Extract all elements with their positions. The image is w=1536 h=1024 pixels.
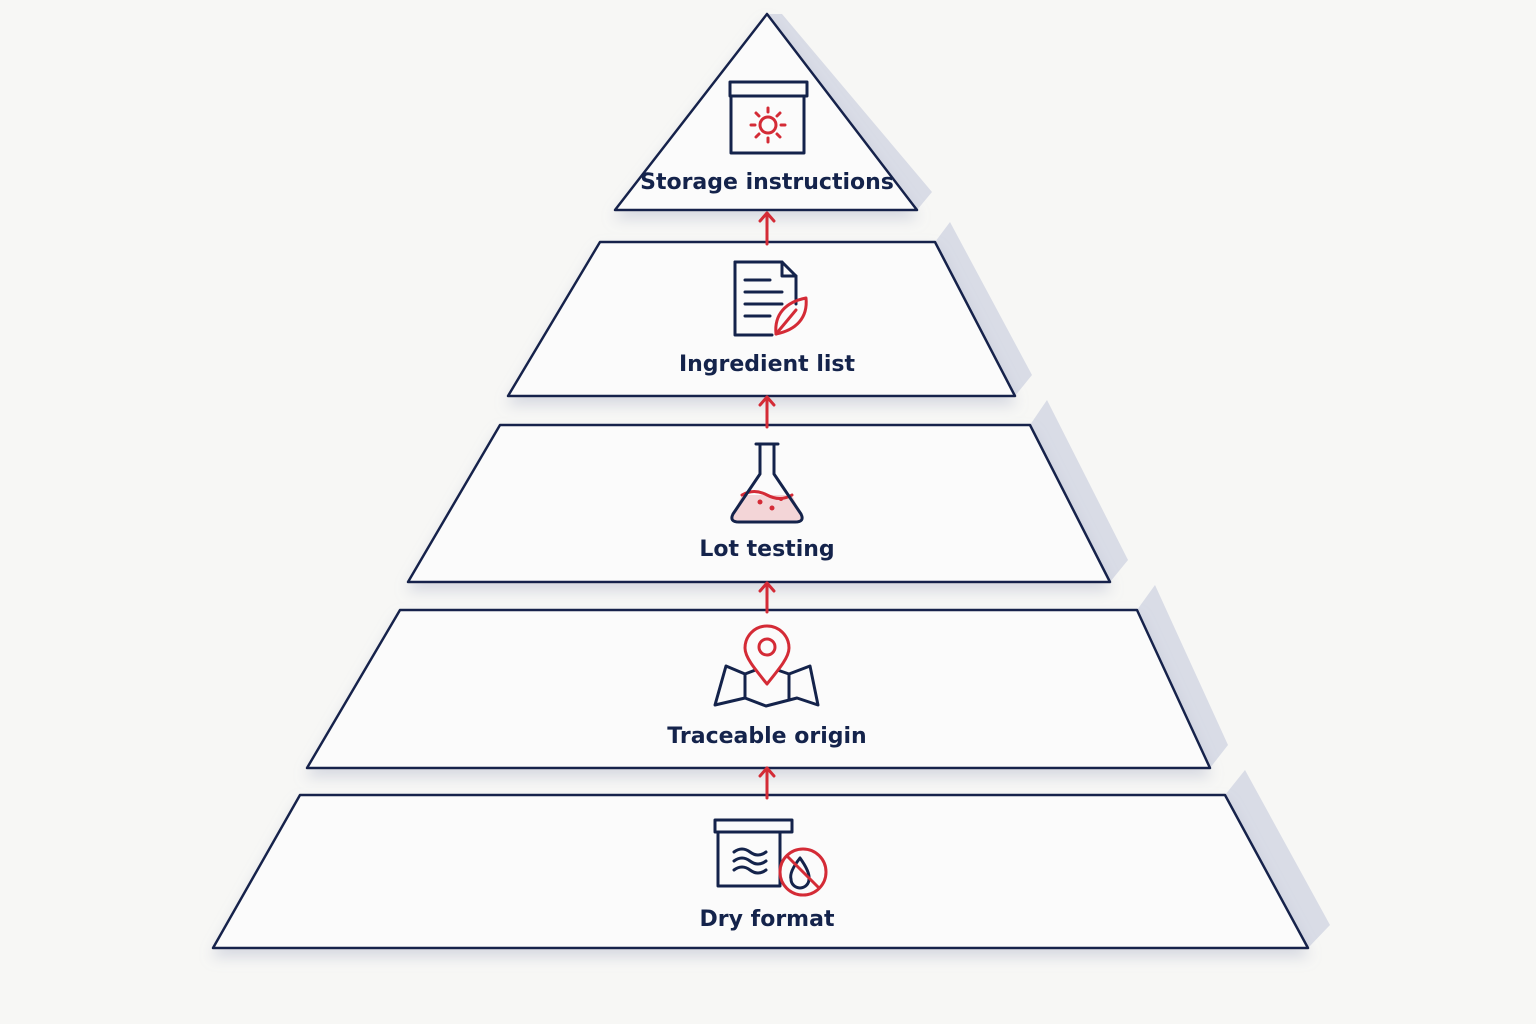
tier-lot-testing: Lot testing — [406, 400, 1128, 584]
tier-label: Dry format — [700, 907, 835, 932]
tier-traceable-origin: Traceable origin — [305, 585, 1228, 770]
tier-ingredient-list: Ingredient list — [506, 222, 1032, 398]
storage-box-sun-icon — [728, 80, 809, 155]
arrow-up-icon — [758, 766, 776, 800]
connector-arrows — [758, 211, 776, 800]
tier-side — [1225, 770, 1330, 948]
tier-label: Storage instructions — [640, 170, 894, 195]
box-no-moisture-icon — [713, 818, 828, 897]
tier-side — [768, 14, 932, 210]
document-leaf-icon — [733, 260, 808, 337]
tier-label: Traceable origin — [667, 724, 866, 749]
tier-label: Ingredient list — [679, 352, 856, 377]
map-pin-icon — [713, 624, 820, 708]
arrow-up-icon — [758, 395, 776, 429]
tier-storage-instructions: Storage instructions — [613, 12, 932, 212]
tier-label: Lot testing — [699, 537, 834, 562]
tier-face — [506, 240, 1017, 398]
tier-side — [1137, 585, 1228, 768]
arrow-up-icon — [758, 581, 776, 614]
flask-icon — [730, 442, 804, 524]
tier-face — [613, 12, 919, 212]
arrow-up-icon — [758, 211, 776, 246]
tier-dry-format: Dry format — [211, 770, 1330, 950]
tier-face — [305, 608, 1212, 770]
tier-side — [935, 222, 1032, 396]
tier-side — [1030, 400, 1128, 582]
